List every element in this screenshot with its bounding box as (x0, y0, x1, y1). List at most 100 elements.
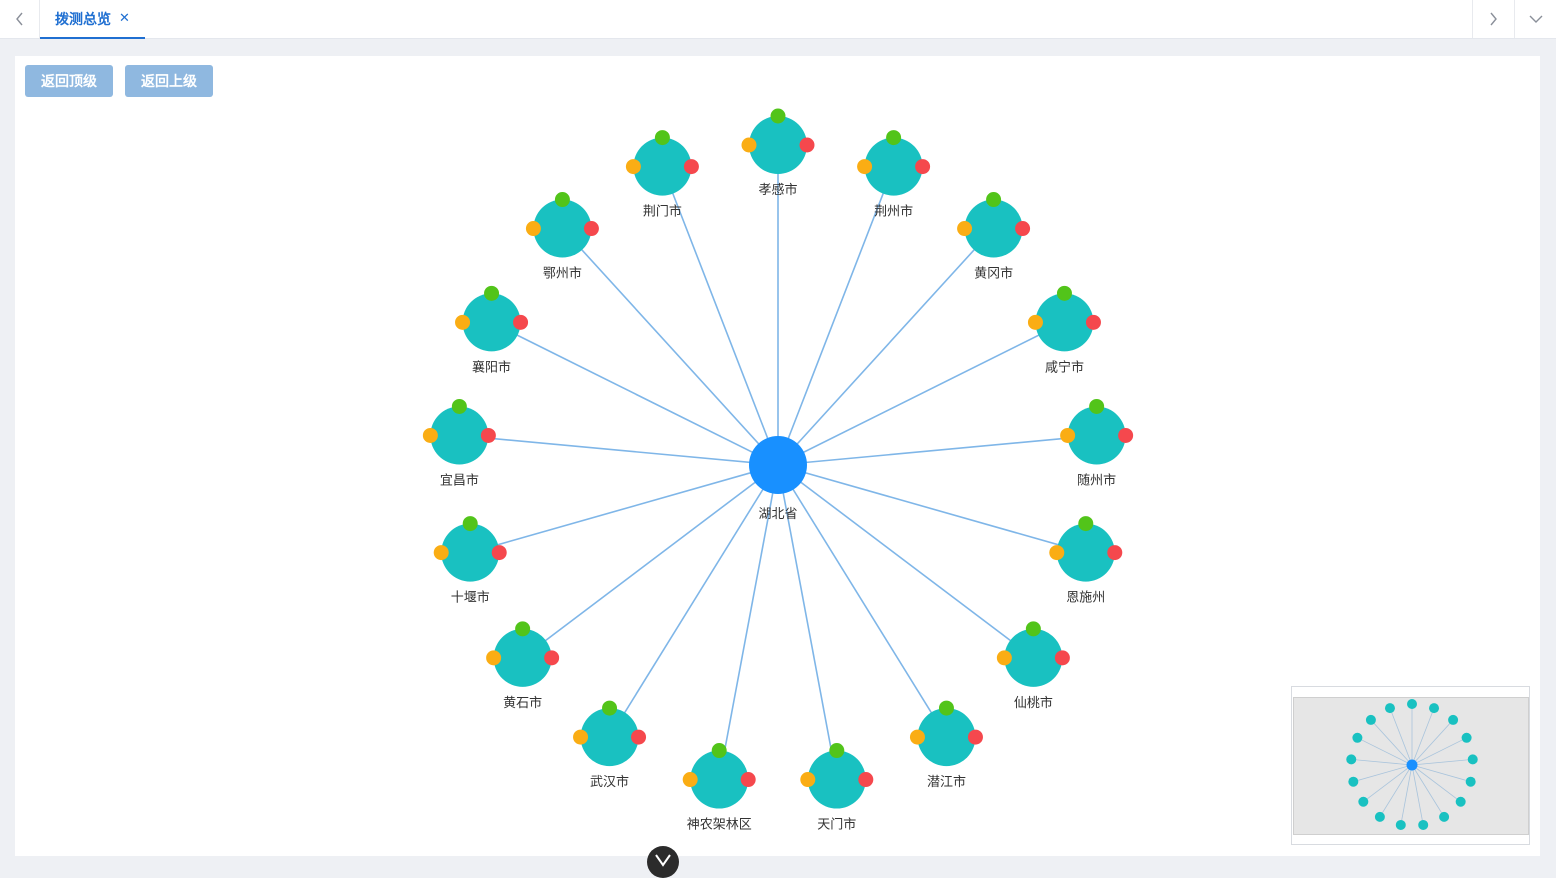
status-dot-warning (682, 772, 698, 788)
node-label: 十堰市 (451, 590, 490, 606)
node-circle[interactable] (1004, 628, 1063, 687)
node-circle[interactable] (749, 116, 807, 174)
tab-scroll-prev-button[interactable] (0, 0, 40, 38)
node-label: 恩施州 (1066, 591, 1105, 606)
minimap-edge (1411, 719, 1454, 766)
edge (661, 166, 779, 466)
vue-logo-icon (655, 854, 671, 867)
tab-label: 拨测总览 (55, 11, 112, 28)
devtools-toggle-button[interactable] (647, 846, 679, 878)
minimap-node (1358, 796, 1369, 807)
status-dot-error (740, 772, 756, 788)
minimap-node (1346, 754, 1357, 765)
status-dot-warning (573, 729, 589, 745)
status-dot-warning (1060, 427, 1076, 443)
status-dot-ok (515, 621, 531, 637)
city-node[interactable]: 荆州市 (857, 130, 931, 220)
city-node[interactable]: 黄冈市 (957, 192, 1031, 282)
status-dot-error (544, 650, 560, 666)
root-circle[interactable] (749, 436, 807, 494)
node-circle[interactable] (441, 523, 500, 582)
minimap-node (1461, 732, 1472, 743)
status-dot-ok (1089, 398, 1105, 414)
city-node[interactable]: 荆门市 (625, 130, 699, 220)
minimap[interactable] (1291, 686, 1530, 845)
node-label: 襄阳市 (472, 359, 511, 375)
status-dot-ok (1025, 621, 1041, 637)
city-node[interactable]: 孝感市 (741, 108, 815, 199)
node-label: 神农架林区 (687, 818, 752, 833)
minimap-edge (1353, 764, 1413, 783)
status-dot-ok (451, 398, 467, 414)
status-dot-warning (857, 159, 873, 175)
node-circle[interactable] (430, 406, 489, 465)
status-dot-warning (433, 545, 449, 561)
minimap-graph (1346, 699, 1478, 830)
status-dot-error (631, 729, 647, 745)
city-node[interactable]: 天门市 (800, 743, 874, 833)
city-node[interactable]: 鄂州市 (525, 192, 599, 282)
city-node[interactable]: 随州市 (1060, 398, 1134, 489)
status-dot-error (491, 545, 507, 561)
city-node[interactable]: 黄石市 (486, 621, 560, 711)
minimap-node (1352, 732, 1363, 743)
node-label: 荆门市 (643, 204, 682, 220)
tab-overview[interactable]: 拨测总览 ✕ (40, 0, 145, 39)
city-node[interactable]: 襄阳市 (455, 285, 529, 376)
minimap-node (1365, 714, 1376, 725)
node-label: 仙桃市 (1014, 695, 1053, 711)
status-dot-ok (829, 743, 845, 759)
edge (777, 321, 1065, 466)
minimap-edge (1411, 764, 1424, 826)
edge (777, 227, 995, 466)
status-dot-ok (986, 192, 1002, 208)
tab-scroll-next-button[interactable] (1472, 0, 1512, 38)
node-circle[interactable] (864, 137, 923, 196)
node-circle[interactable] (1035, 293, 1094, 352)
city-node[interactable]: 武汉市 (573, 700, 647, 791)
city-node[interactable]: 潜江市 (909, 700, 983, 791)
status-dot-warning (957, 221, 973, 237)
city-node[interactable]: 咸宁市 (1027, 285, 1101, 376)
node-circle[interactable] (533, 199, 592, 258)
minimap-node (1467, 754, 1478, 765)
city-node[interactable]: 宜昌市 (422, 398, 496, 489)
minimap-edge (1411, 737, 1467, 766)
city-node[interactable]: 恩施州 (1049, 516, 1123, 606)
node-circle[interactable] (807, 750, 866, 809)
status-dot-ok (938, 700, 954, 716)
back-to-top-button[interactable]: 返回顶级 (25, 65, 113, 97)
city-node[interactable]: 神农架林区 (682, 743, 756, 833)
node-circle[interactable] (633, 137, 692, 196)
close-icon[interactable]: ✕ (119, 11, 130, 26)
status-dot-error (858, 772, 874, 788)
status-dot-error (583, 221, 599, 237)
node-circle[interactable] (493, 628, 552, 687)
minimap-edge (1411, 707, 1435, 766)
node-circle[interactable] (1067, 406, 1126, 465)
status-dot-warning (486, 650, 502, 666)
graph-panel: 孝感市荆州市黄冈市咸宁市随州市恩施州仙桃市 潜江市天门市神农架林区 武汉市黄石市 十堰… (15, 56, 1540, 856)
node-circle[interactable] (964, 199, 1023, 258)
node-circle[interactable] (1056, 523, 1115, 582)
root-node[interactable]: 湖北省 (749, 436, 807, 522)
node-circle[interactable] (462, 293, 521, 352)
node-circle[interactable] (690, 750, 749, 809)
city-node[interactable]: 十堰市 (433, 516, 507, 606)
edge (459, 434, 779, 466)
minimap-node (1407, 699, 1417, 709)
tab-more-button[interactable] (1514, 0, 1556, 38)
status-dot-warning (741, 137, 757, 153)
node-circle[interactable] (580, 708, 639, 767)
minimap-edge (1363, 764, 1413, 803)
city-node[interactable]: 仙桃市 (996, 621, 1070, 711)
minimap-viewport[interactable] (1293, 697, 1529, 835)
minimap-node (1348, 776, 1359, 787)
node-circle[interactable] (917, 708, 976, 767)
back-up-button[interactable]: 返回上级 (125, 65, 213, 97)
chevron-right-icon (1489, 12, 1497, 26)
edge (777, 464, 1087, 554)
status-dot-ok (654, 130, 670, 146)
edge (718, 464, 779, 780)
